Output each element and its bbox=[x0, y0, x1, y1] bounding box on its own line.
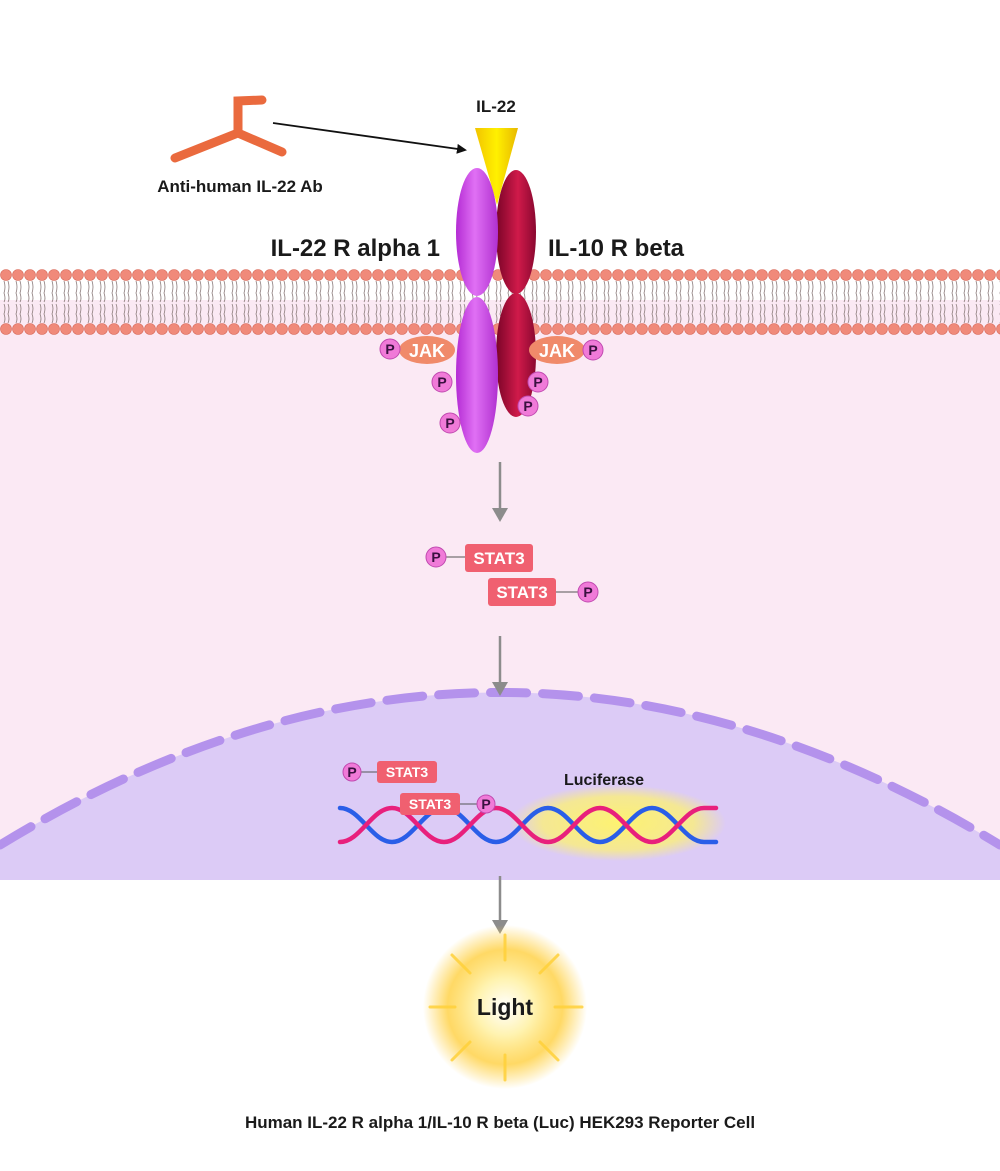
receptor-beta-label: IL-10 R beta bbox=[548, 235, 685, 262]
svg-text:P: P bbox=[533, 374, 542, 390]
phospho-group: P bbox=[582, 339, 604, 361]
antibody-icon bbox=[170, 95, 287, 163]
light-burst-icon bbox=[423, 925, 587, 1089]
signal-arrow bbox=[492, 636, 508, 696]
phospho-group: P bbox=[527, 371, 549, 393]
light-label: Light bbox=[477, 994, 534, 1020]
svg-text:P: P bbox=[588, 342, 597, 358]
luciferase-glow bbox=[510, 785, 726, 861]
diagram-caption: Human IL-22 R alpha 1/IL-10 R beta (Luc)… bbox=[245, 1113, 755, 1132]
il22-ligand bbox=[475, 128, 518, 205]
antibody-arrow bbox=[272, 122, 467, 154]
svg-text:STAT3: STAT3 bbox=[473, 549, 524, 568]
svg-text:STAT3: STAT3 bbox=[386, 764, 428, 780]
jak-left bbox=[399, 336, 455, 364]
svg-text:P: P bbox=[431, 549, 440, 565]
ligand-label: IL-22 bbox=[476, 97, 516, 116]
dna-helix bbox=[337, 805, 719, 845]
il10-r-beta-receptor bbox=[496, 170, 536, 417]
svg-text:P: P bbox=[347, 764, 356, 780]
svg-text:STAT3: STAT3 bbox=[496, 583, 547, 602]
phospho-group: P bbox=[431, 371, 453, 393]
svg-text:STAT3: STAT3 bbox=[409, 796, 451, 812]
receptor-alpha-label: IL-22 R alpha 1 bbox=[271, 235, 440, 262]
signal-arrow bbox=[492, 462, 508, 522]
jak-right bbox=[529, 336, 585, 364]
jak-left-label: JAK bbox=[409, 341, 445, 361]
stat3-dimer-cytoplasm: P STAT3 STAT3 P bbox=[425, 544, 599, 606]
svg-text:P: P bbox=[481, 796, 490, 812]
phospho-group: P bbox=[439, 412, 461, 434]
luciferase-label: Luciferase bbox=[564, 772, 644, 789]
stat3-dimer-nucleus: P STAT3 STAT3 P bbox=[342, 761, 496, 815]
svg-text:P: P bbox=[523, 398, 532, 414]
svg-text:P: P bbox=[445, 415, 454, 431]
jak-right-label: JAK bbox=[539, 341, 575, 361]
svg-text:P: P bbox=[583, 584, 592, 600]
antibody-label: Anti-human IL-22 Ab bbox=[157, 177, 323, 196]
il22-r-alpha1-receptor bbox=[456, 168, 498, 453]
svg-text:P: P bbox=[385, 341, 394, 357]
phospho-group: P bbox=[379, 338, 401, 360]
phospho-group: P bbox=[517, 395, 539, 417]
svg-text:P: P bbox=[437, 374, 446, 390]
